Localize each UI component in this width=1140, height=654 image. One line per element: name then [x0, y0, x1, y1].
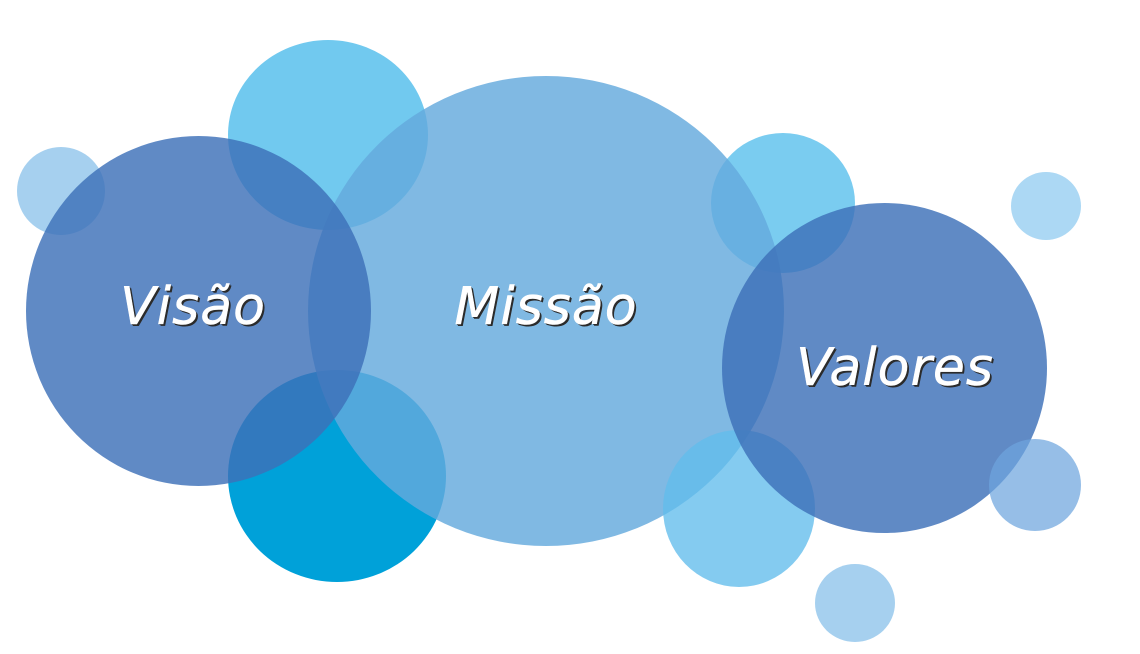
bubble-right-small [989, 439, 1081, 531]
bubble-visao [26, 136, 371, 486]
bubble-far-right-small [1011, 172, 1081, 240]
label-valores: Valores [796, 338, 994, 399]
label-missao: Missão [454, 277, 638, 338]
bubble-bottom-right-small [815, 564, 895, 642]
label-visao: Visão [120, 277, 266, 338]
